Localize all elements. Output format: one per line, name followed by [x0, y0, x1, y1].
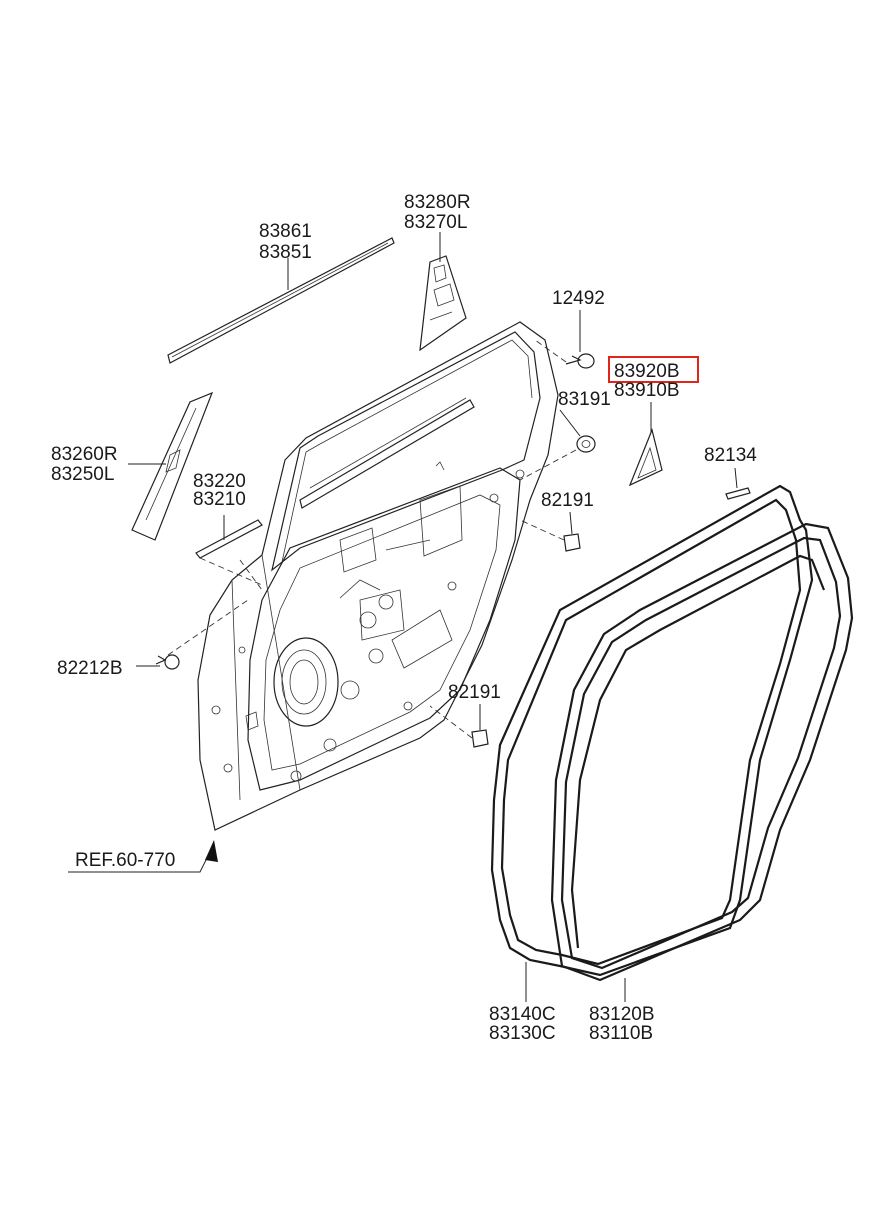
ref-pointer: [68, 840, 218, 873]
label-seal-inner-b[interactable]: 83110B: [589, 1023, 653, 1044]
inner-door-seal[interactable]: [550, 522, 854, 1002]
belt-weatherstrip-part[interactable]: [195, 515, 263, 586]
label-delta-b[interactable]: 83910B: [614, 380, 680, 401]
upper-garnish-part[interactable]: [419, 232, 467, 352]
screw-b-part[interactable]: [136, 599, 249, 670]
label-seal-outer-a[interactable]: 83140C: [489, 1004, 556, 1025]
label-screw[interactable]: 12492: [552, 288, 605, 309]
grommet-part[interactable]: [519, 409, 596, 481]
label-delta-a[interactable]: 83920B: [614, 361, 680, 382]
label-weatherstrip-b[interactable]: 83210: [193, 489, 246, 510]
delta-moulding-part[interactable]: [628, 402, 663, 487]
clip-part[interactable]: [725, 467, 751, 500]
label-seal-inner-a[interactable]: 83120B: [589, 1004, 655, 1025]
label-bumper-upper[interactable]: 82191: [541, 490, 594, 511]
label-ref[interactable]: REF.60-770: [75, 850, 175, 871]
label-grommet[interactable]: 83191: [558, 389, 611, 410]
label-screw-b[interactable]: 82212B: [57, 658, 123, 679]
upper-bumper-part[interactable]: [519, 511, 581, 552]
label-bumper-lower[interactable]: 82191: [448, 682, 501, 703]
belt-moulding-part[interactable]: [167, 237, 395, 364]
label-channel-a[interactable]: 83260R: [51, 444, 118, 465]
label-clip[interactable]: 82134: [704, 445, 757, 466]
label-garnish-a[interactable]: 83280R: [404, 192, 471, 213]
label-seal-outer-b[interactable]: 83130C: [489, 1023, 556, 1044]
label-garnish-b[interactable]: 83270L: [404, 212, 467, 233]
rear-door-panel[interactable]: [197, 321, 559, 831]
label-channel-b[interactable]: 83250L: [51, 464, 114, 485]
label-moulding-b[interactable]: 83851: [259, 242, 312, 263]
highlight-box: [608, 356, 699, 383]
label-moulding-a[interactable]: 83861: [259, 221, 312, 242]
screw-part[interactable]: [534, 310, 595, 369]
glass-channel-part[interactable]: [128, 391, 214, 541]
outer-door-seal[interactable]: [490, 484, 814, 1002]
label-weatherstrip-a[interactable]: 83220: [193, 471, 246, 492]
